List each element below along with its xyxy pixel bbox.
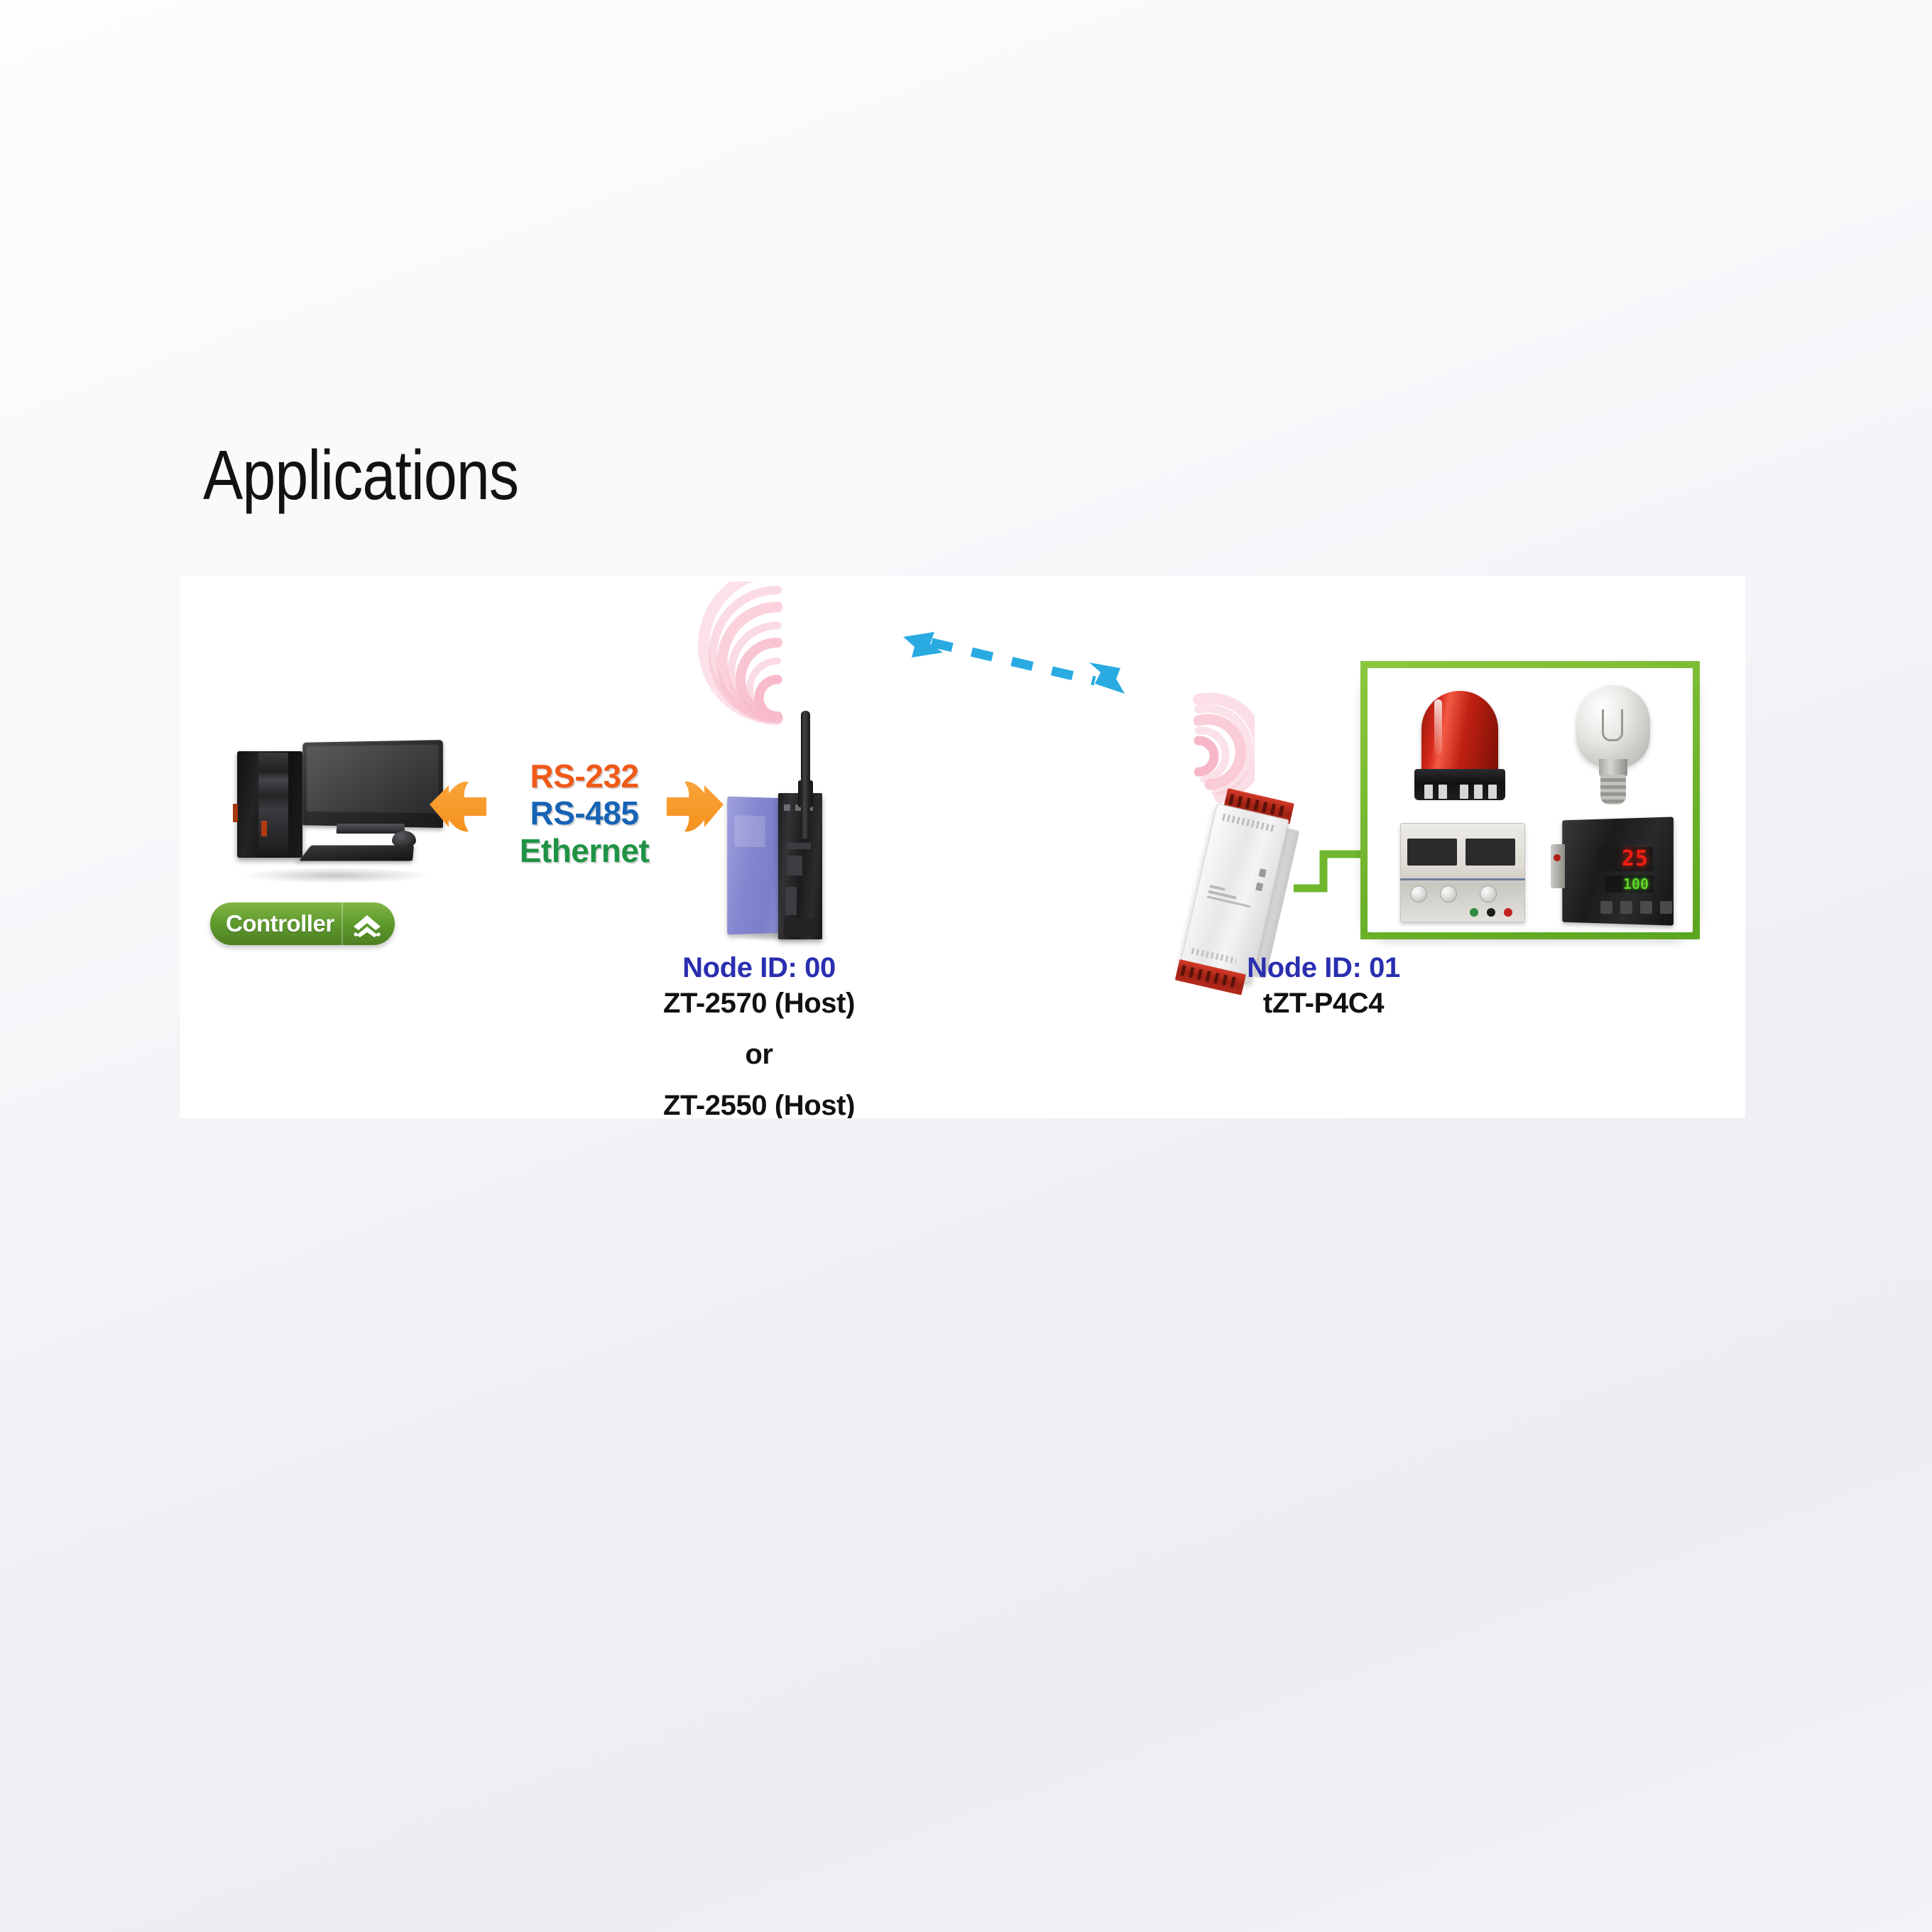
light-bulb-icon: [1558, 685, 1664, 812]
psu-terminal-ground: [1487, 908, 1495, 917]
computer-shadow: [244, 868, 429, 883]
beacon-highlight: [1434, 699, 1442, 755]
keyboard-icon: [299, 845, 414, 861]
chevron-up-signal-icon: [351, 908, 383, 939]
host-module-caption: Node ID: 00 ZT-2570 (Host) or ZT-2550 (H…: [578, 951, 940, 1118]
remote-model-primary: tZT-P4C4: [1262, 987, 1385, 1019]
bulb-screw-base: [1600, 775, 1626, 804]
bulb-glass: [1576, 685, 1650, 768]
antenna-icon: [801, 711, 810, 839]
monitor-icon: [302, 740, 443, 828]
protocol-label-ethernet: Ethernet: [519, 831, 650, 869]
controller-buttons: [1600, 901, 1672, 914]
remote-node-id: Node ID: 01: [1247, 952, 1400, 983]
bulb-neck: [1599, 759, 1627, 777]
dc-power-supply-icon: [1400, 823, 1525, 922]
green-stepped-wire-icon: [1292, 810, 1385, 952]
psu-terminal-negative: [1504, 908, 1512, 917]
module-detail: [785, 887, 797, 915]
tower-led-icon: [261, 821, 267, 836]
host-model-separator: or: [745, 1038, 773, 1070]
connected-devices-group: 25 100: [1360, 661, 1700, 939]
controller-badge: Controller: [210, 902, 395, 945]
psu-display-voltage: [1407, 839, 1457, 866]
protocol-label-group: RS-232 RS-485 Ethernet: [496, 758, 673, 869]
psu-knob: [1480, 885, 1497, 902]
tower-led-secondary-icon: [233, 804, 238, 822]
controller-display-primary: 25: [1598, 847, 1653, 871]
module-body: [727, 796, 786, 935]
orange-arrow-right-icon: [665, 773, 726, 833]
bulb-filament: [1602, 709, 1623, 741]
monitor-stand: [336, 824, 405, 834]
controller-badge-label: Controller: [226, 910, 334, 937]
tower-front-panel: [258, 753, 288, 856]
alarm-beacon-light-icon: [1409, 691, 1512, 804]
host-model-alternate: ZT-2550 (Host): [662, 1089, 855, 1118]
temperature-controller-icon: 25 100: [1551, 817, 1674, 927]
module-detail: [787, 856, 802, 875]
applications-diagram-panel: Controller: [180, 576, 1745, 1118]
module-port: [784, 918, 815, 937]
mouse-icon: [392, 831, 416, 848]
protocol-label-rs232: RS-232: [530, 758, 639, 795]
psu-knob: [1440, 885, 1457, 902]
page-title: Applications: [203, 436, 519, 514]
controller-side-clip: [1551, 844, 1565, 888]
psu-terminal-positive: [1470, 908, 1478, 917]
dashed-double-arrow-icon: [890, 626, 1160, 718]
psu-body: [1400, 823, 1525, 922]
module-detail: [787, 843, 811, 849]
remote-module-caption: Node ID: 01 tZT-P4C4: [1174, 951, 1473, 1021]
beacon-base: [1414, 769, 1505, 800]
psu-knob: [1410, 885, 1427, 902]
psu-divider: [1400, 878, 1525, 880]
host-node-id: Node ID: 00: [682, 952, 836, 983]
host-computer: [216, 736, 450, 899]
zt-2570-wireless-module: [727, 704, 855, 942]
badge-divider: [342, 902, 344, 945]
psu-display-current: [1466, 839, 1515, 866]
protocol-label-rs485: RS-485: [530, 795, 639, 832]
beacon-dome: [1421, 691, 1498, 775]
controller-display-secondary: 100: [1605, 875, 1653, 893]
orange-arrow-left-icon: [427, 773, 489, 833]
host-model-primary: ZT-2570 (Host): [662, 987, 855, 1019]
